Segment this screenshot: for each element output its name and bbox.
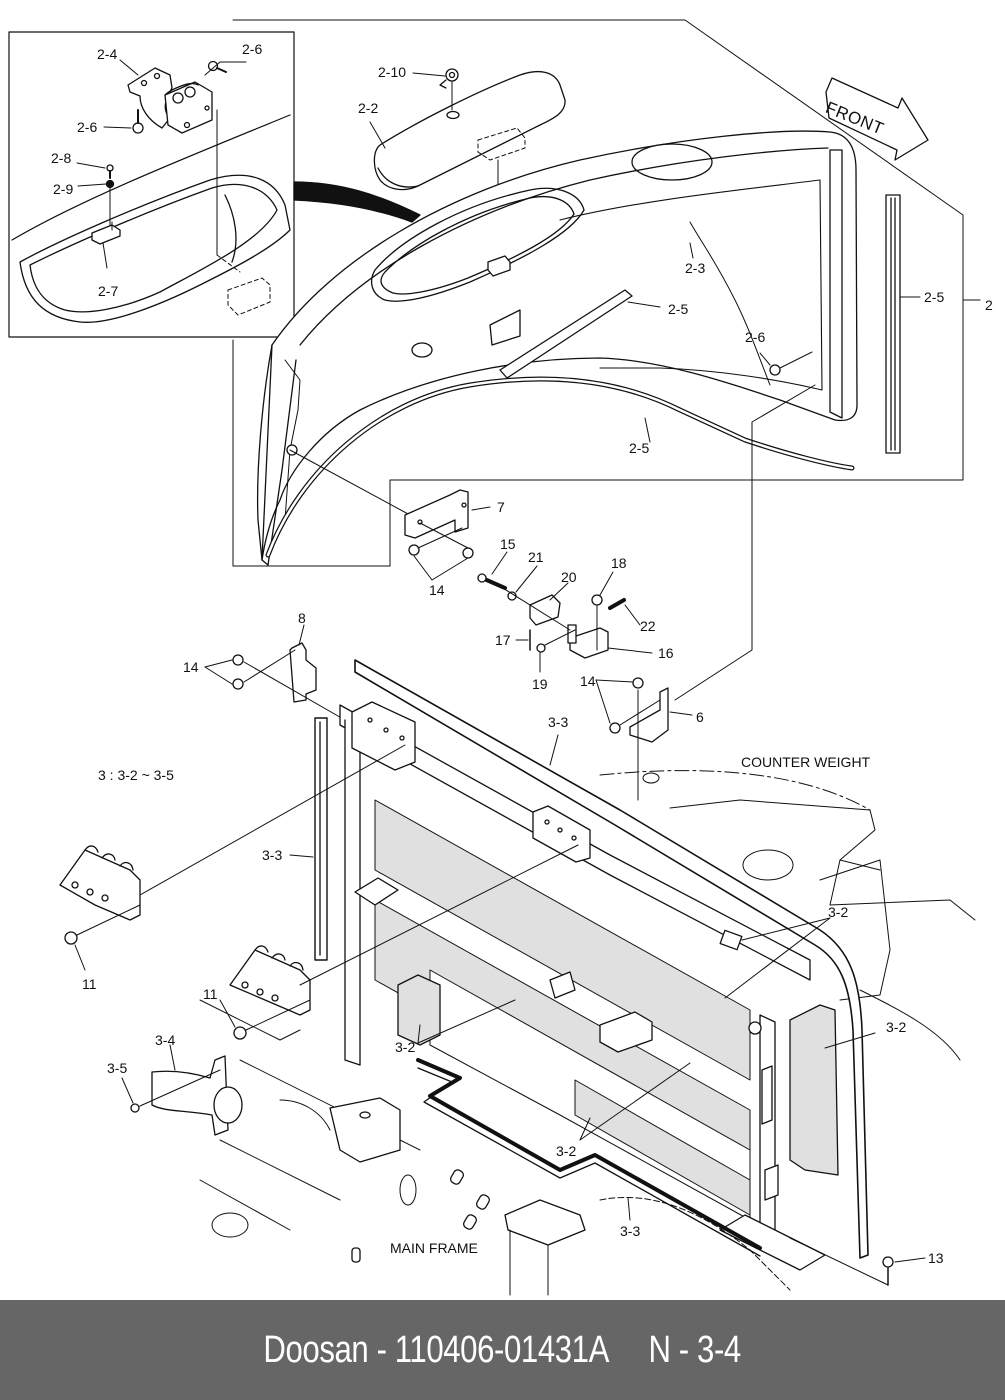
callout-3-3: 3-3 <box>262 847 283 863</box>
plate-16 <box>569 627 609 659</box>
bolt-11-a <box>64 931 78 945</box>
part-3-3-top-seal <box>354 659 869 1259</box>
callout-11: 11 <box>203 986 218 1002</box>
callout-2-5: 2-5 <box>924 289 945 305</box>
callout-7: 7 <box>497 499 505 515</box>
bolt-2-6-a <box>207 60 227 73</box>
callout-2-6: 2-6 <box>77 119 98 135</box>
group-2-frame <box>232 19 964 567</box>
bolt-14-a2 <box>462 547 474 559</box>
callout-3-2: 3-2 <box>395 1039 416 1055</box>
callout-18: 18 <box>611 555 627 571</box>
part-2-2-cover <box>373 71 566 191</box>
clevis-20 <box>529 594 561 626</box>
callout-16: 16 <box>658 645 674 661</box>
callout-14: 14 <box>429 582 445 598</box>
bolt-14-b2 <box>232 678 244 690</box>
diagram-line-art <box>8 19 981 1296</box>
washer-2-9 <box>105 179 115 189</box>
part-3-3-vertical-seal <box>314 717 328 961</box>
callout-13: 13 <box>928 1250 944 1266</box>
callout-2-10: 2-10 <box>378 64 407 80</box>
leader-lines <box>74 59 926 1263</box>
bolt-14-c1 <box>632 677 644 689</box>
bolt-14-a1 <box>408 544 420 556</box>
screw-2-8 <box>106 164 114 179</box>
callout-17: 17 <box>495 632 511 648</box>
callout-2-5: 2-5 <box>668 301 689 317</box>
callout-3-3: 3-3 <box>548 714 569 730</box>
callout-2-2: 2-2 <box>358 100 379 116</box>
bolt-18 <box>591 594 603 606</box>
bolt-14-b1 <box>232 654 244 666</box>
callout-3-2: 3-2 <box>828 904 849 920</box>
counter-weight-outline <box>599 770 871 811</box>
core-panel <box>374 799 751 1081</box>
parts-diagram: FRONT 2-4 2-6 2-6 2-8 2-9 2-7 2-10 2-2 2… <box>8 19 993 1296</box>
part-8-bracket <box>289 642 317 703</box>
front-arrow <box>825 77 929 161</box>
callout-22: 22 <box>640 618 656 634</box>
callout-3-5: 3-5 <box>107 1060 128 1076</box>
callout-6: 6 <box>696 709 704 725</box>
footer-banner: Doosan - 110406-01431A N - 3-4 <box>0 1300 1005 1400</box>
callout-3-3: 3-3 <box>620 1223 641 1239</box>
washer-19 <box>536 643 546 653</box>
callout-2-3: 2-3 <box>685 260 706 276</box>
footer-part-label: Doosan - 110406-01431A N - 3-4 <box>263 1328 742 1371</box>
part-3-4-duct <box>151 1055 229 1136</box>
roof-round-panel <box>631 143 713 181</box>
bolt-13 <box>882 1256 894 1268</box>
bolt-14-c2 <box>609 722 621 734</box>
callout-15: 15 <box>500 536 516 552</box>
callout-2-7: 2-7 <box>98 283 119 299</box>
part-2-5-seal-vertical <box>885 194 901 454</box>
callout-2-4: 2-4 <box>97 46 118 62</box>
callout-2: 2 <box>985 297 993 313</box>
assembly-note: 3 : 3-2 ~ 3-5 <box>98 767 174 783</box>
bolt-2-6-b <box>132 109 144 134</box>
callout-2-6: 2-6 <box>745 329 766 345</box>
pin-22 <box>608 598 626 610</box>
callout-2-9: 2-9 <box>53 181 74 197</box>
part-6-bracket <box>629 687 669 743</box>
callout-2-5: 2-5 <box>629 440 650 456</box>
callout-3-2: 3-2 <box>556 1143 577 1159</box>
callout-8: 8 <box>298 610 306 626</box>
callout-19: 19 <box>532 676 548 692</box>
detail-pointer <box>293 181 421 223</box>
main-frame-label: MAIN FRAME <box>390 1240 478 1256</box>
bolt-3-5 <box>130 1103 140 1113</box>
latch-2-10 <box>439 68 459 89</box>
counter-weight-label: COUNTER WEIGHT <box>741 754 871 770</box>
callout-20: 20 <box>561 569 577 585</box>
callout-2-6: 2-6 <box>242 41 263 57</box>
hinge-left-upper <box>59 849 141 921</box>
part-3-3-bottom-seal <box>416 1058 762 1250</box>
callout-14: 14 <box>183 659 199 675</box>
callout-3-4: 3-4 <box>155 1032 176 1048</box>
part-7-bracket <box>404 489 469 539</box>
part-2-5-bar-a <box>499 289 633 379</box>
callout-2-8: 2-8 <box>51 150 72 166</box>
mount-block-a <box>351 701 416 771</box>
bolt-2-6-c <box>769 364 781 376</box>
callout-14: 14 <box>580 673 596 689</box>
callout-11: 11 <box>82 976 97 992</box>
part-2-7-bracket <box>91 224 121 245</box>
callout-3-2: 3-2 <box>886 1019 907 1035</box>
bolt-11-b <box>233 1026 247 1040</box>
callout-21: 21 <box>528 549 544 565</box>
